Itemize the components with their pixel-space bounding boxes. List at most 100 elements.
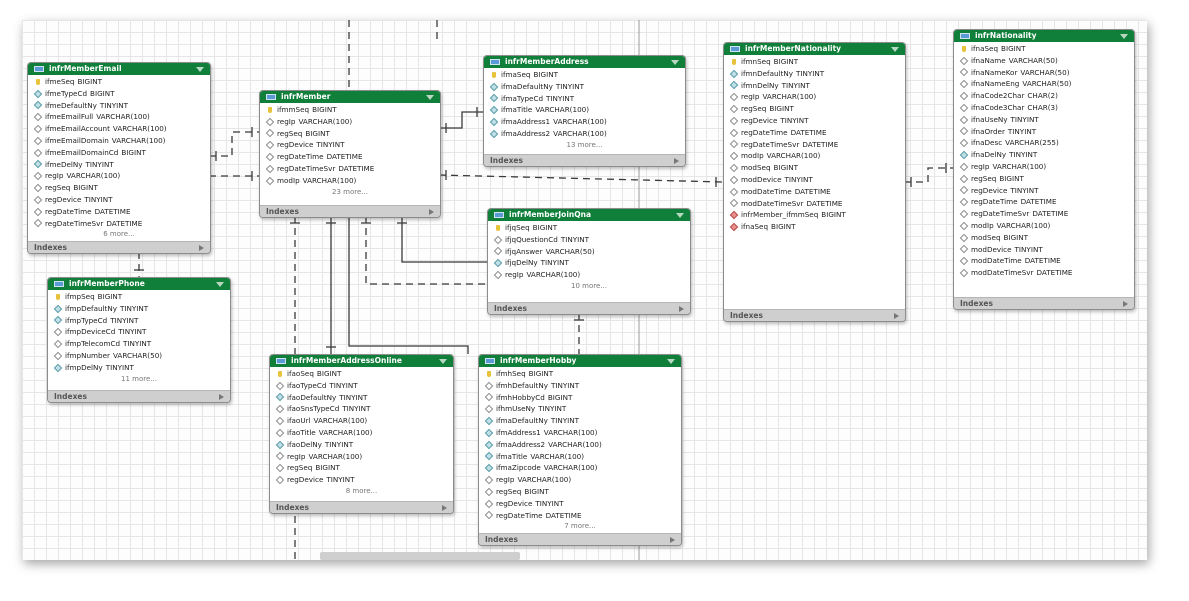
table-header[interactable]: infrNationality: [954, 30, 1134, 42]
expand-arrow-icon[interactable]: [429, 209, 434, 215]
expand-arrow-icon[interactable]: [894, 313, 899, 319]
more-columns-label[interactable]: 23 more...: [332, 187, 368, 196]
indexes-bar[interactable]: Indexes: [270, 501, 453, 513]
indexes-bar[interactable]: Indexes: [479, 533, 681, 545]
more-columns-label[interactable]: 10 more...: [571, 281, 607, 290]
more-columns-label[interactable]: 7 more...: [564, 522, 596, 531]
more-columns-label[interactable]: 13 more...: [566, 140, 603, 149]
table-header[interactable]: infrMemberAddressOnline: [270, 355, 453, 367]
collapse-toggle-icon[interactable]: [676, 212, 684, 218]
indexes-bar[interactable]: Indexes: [28, 241, 210, 253]
indexes-bar[interactable]: Indexes: [488, 302, 690, 314]
expand-arrow-icon[interactable]: [219, 394, 224, 400]
more-columns-label[interactable]: [954, 279, 1134, 289]
expand-arrow-icon[interactable]: [199, 245, 204, 251]
indexes-bar[interactable]: Indexes: [260, 205, 440, 217]
collapse-toggle-icon[interactable]: [439, 358, 447, 364]
more-columns-label[interactable]: [724, 233, 905, 243]
more-columns-label[interactable]: 11 more...: [121, 374, 157, 383]
indexes-bar[interactable]: Indexes: [954, 297, 1134, 309]
indexes-bar[interactable]: Indexes: [48, 390, 230, 402]
collapse-toggle-icon[interactable]: [891, 46, 899, 52]
indexes-bar[interactable]: Indexes: [724, 309, 905, 321]
expand-arrow-icon[interactable]: [679, 306, 684, 312]
table-header[interactable]: infrMemberEmail: [28, 63, 210, 75]
expand-arrow-icon[interactable]: [1123, 301, 1128, 307]
horizontal-scrollbar[interactable]: [320, 552, 520, 560]
expand-arrow-icon[interactable]: [670, 537, 675, 543]
collapse-toggle-icon[interactable]: [671, 59, 679, 65]
collapse-toggle-icon[interactable]: [426, 94, 434, 100]
